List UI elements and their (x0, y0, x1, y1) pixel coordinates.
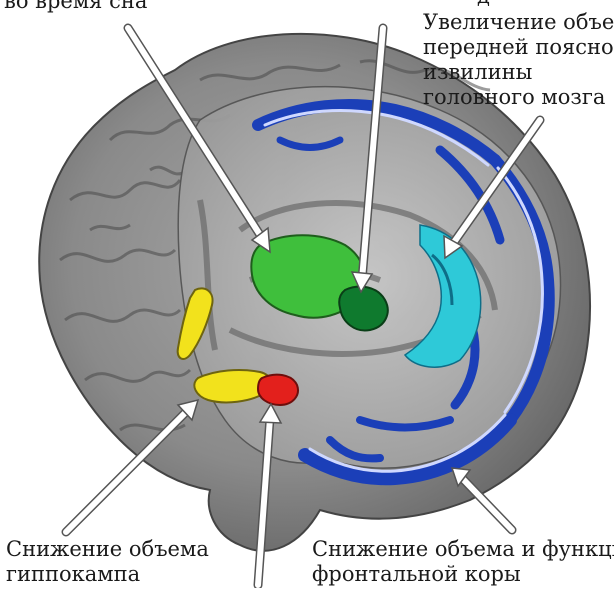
red-region (258, 375, 298, 405)
label-hippocampus-line-2: гиппокампа (6, 562, 209, 587)
label-cingulate: Увеличение объема передней поясной извил… (423, 10, 614, 110)
label-cingulate-line-2: передней поясной (423, 35, 614, 60)
label-hippocampus: Снижение объема гиппокампа (6, 537, 209, 587)
label-frontal-line-1: Снижение объема и функций (312, 537, 614, 562)
label-frontal-line-2: фронтальной коры (312, 562, 614, 587)
label-cingulate-line-1: Увеличение объема (423, 10, 614, 35)
label-sleep-line: во время сна (4, 0, 147, 14)
label-frontal: Снижение объема и функций фронтальной ко… (312, 537, 614, 587)
label-hippocampus-line-1: Снижение объема (6, 537, 209, 562)
label-cut-top: д (477, 0, 490, 9)
label-sleep: во время сна (4, 0, 147, 14)
label-cut-top-line: д (477, 0, 490, 9)
label-cingulate-line-4: головного мозга (423, 85, 614, 110)
label-cingulate-line-3: извилины (423, 60, 614, 85)
